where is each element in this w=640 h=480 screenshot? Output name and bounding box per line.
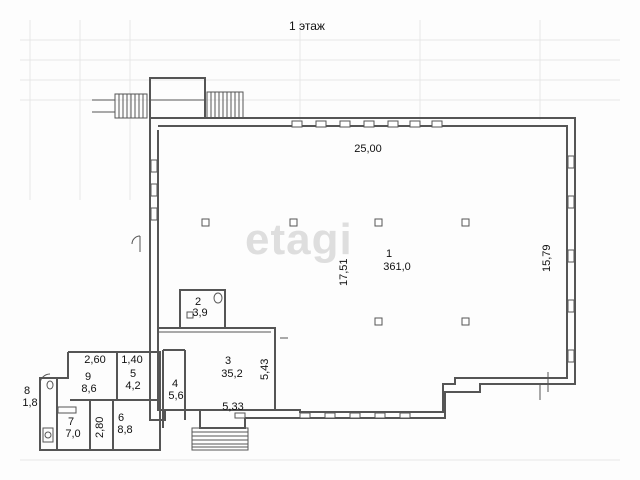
windows-left [150,159,158,221]
floor-title: 1 этаж [289,19,325,33]
room-3-number: 3 [224,355,232,367]
room-9-number: 9 [84,371,92,383]
room-2-number: 2 [194,296,202,308]
faint-background-lines [20,20,620,461]
windows-right [567,155,575,363]
dim-room3-width: 5,33 [222,401,244,413]
room-8-number: 8 [23,385,31,397]
windows-top [291,120,443,128]
room-6-number: 6 [117,412,125,424]
hall-outer-wall [149,117,576,429]
dim-room6-height: 2,80 [94,416,106,438]
watermark-logo: etagi [245,215,353,264]
dim-center-height: 17,51 [338,258,350,286]
room-3-area: 35,2 [221,368,243,380]
room-1-number: 1 [385,248,393,260]
room-2-area: 3,9 [192,307,208,319]
dim-room9-width: 2,60 [84,354,106,366]
room-5-number: 5 [129,368,137,380]
hall-inner-wall [157,125,568,413]
windows-bottom [234,412,411,419]
entrance-vestibule [149,77,206,118]
room-9-area: 8,6 [81,383,97,395]
stairs-top-right [206,91,244,119]
room-7-area: 7,0 [65,428,81,440]
dim-room3-height: 5,43 [259,358,271,380]
columns [201,218,470,326]
room2-wall [179,289,226,329]
room-5-area: 4,2 [125,380,141,392]
stairs-top-left [92,93,148,119]
dim-room5-width: 1,40 [121,354,143,366]
dim-top-width: 25,00 [354,143,382,155]
stairs-bottom [191,427,249,451]
sanitary-fixtures [42,292,223,443]
room-1-area: 361,0 [383,261,411,273]
room-8-area: 1,8 [22,397,38,409]
door-symbols [39,235,549,400]
room-6-area: 8,8 [117,424,133,436]
room-4-number: 4 [171,378,179,390]
room-4-area: 5,6 [168,390,184,402]
dim-right-height: 15,79 [541,244,553,272]
room-7-number: 7 [67,416,75,428]
left-block-wall [39,351,161,451]
